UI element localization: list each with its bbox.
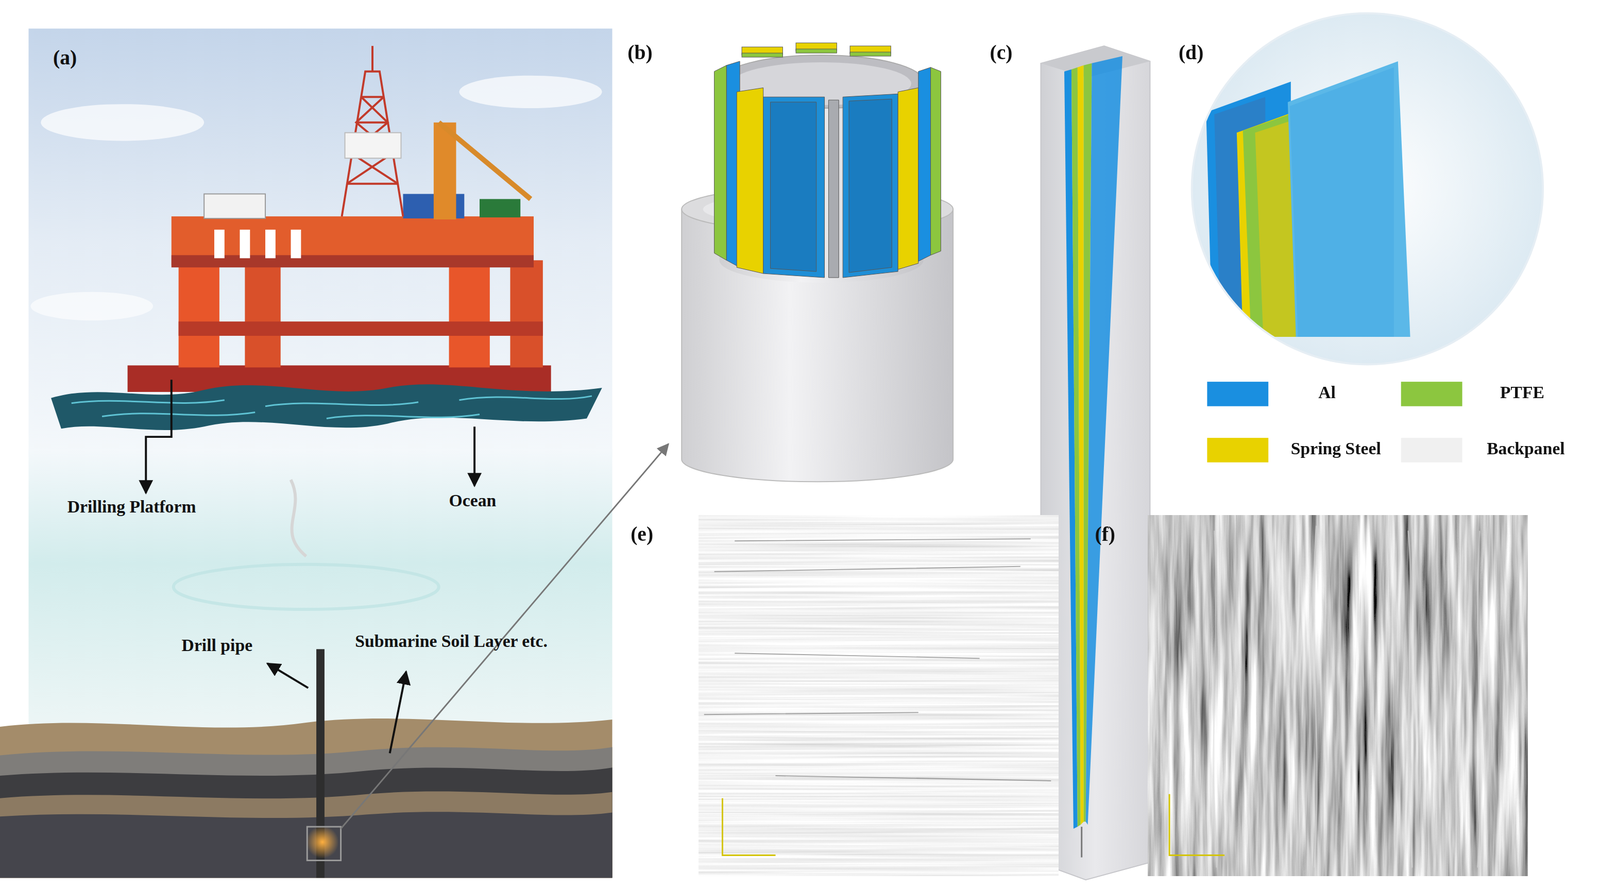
legend-swatch bbox=[1206, 381, 1269, 407]
callout-label: Ocean bbox=[449, 491, 497, 512]
legend-text: Al bbox=[1318, 383, 1336, 403]
panel-letter: (b) bbox=[627, 40, 653, 64]
callout-label: Drilling Platform bbox=[67, 498, 197, 518]
callout-label: Drill pipe bbox=[181, 637, 253, 657]
legend-text: Backpanel bbox=[1486, 439, 1565, 459]
panel-letter: (a) bbox=[53, 45, 77, 69]
legend-swatch bbox=[1401, 381, 1463, 407]
legend-swatch bbox=[1401, 437, 1463, 463]
legend-text: Spring Steel bbox=[1290, 439, 1382, 459]
panel-letter: (e) bbox=[630, 522, 654, 546]
callout-label: Submarine Soil Layer etc. bbox=[354, 633, 548, 653]
panel-letter: (c) bbox=[989, 40, 1013, 64]
panel-letter: (f) bbox=[1094, 522, 1116, 546]
panel-letter: (d) bbox=[1178, 40, 1204, 64]
legend-swatch bbox=[1206, 437, 1269, 463]
legend-text: PTFE bbox=[1500, 383, 1545, 403]
